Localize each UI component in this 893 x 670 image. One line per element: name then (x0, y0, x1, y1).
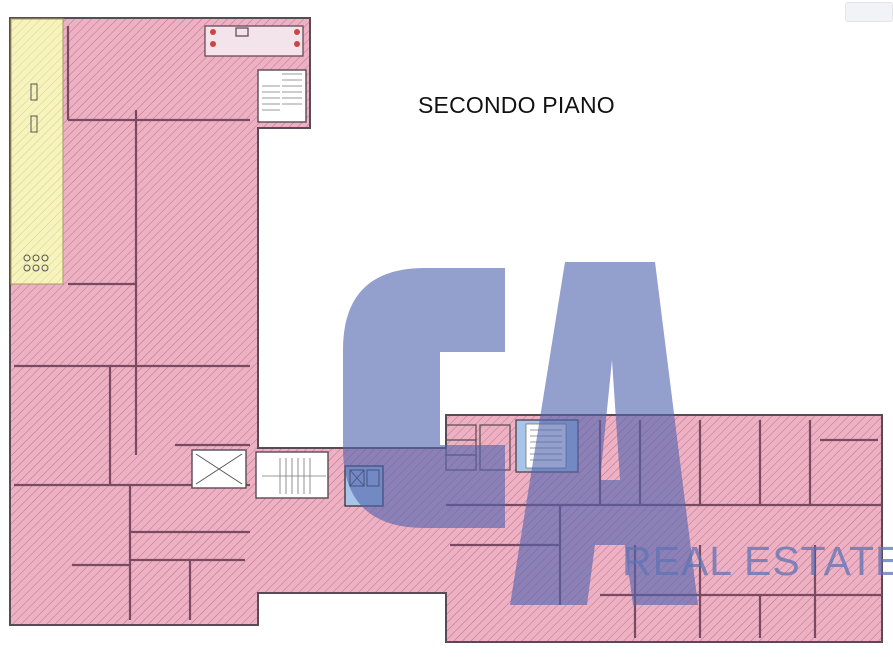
terrace-area (10, 18, 64, 285)
stairs-icon (257, 69, 307, 123)
watermark-logo (343, 262, 698, 605)
floor-title: SECONDO PIANO (418, 92, 615, 118)
watermark-subtitle: REAL ESTATE (622, 538, 893, 584)
viewer-toolbar-button[interactable] (845, 2, 893, 22)
service-block (204, 25, 304, 57)
stairs-icon (255, 451, 329, 499)
terrace-fixtures (23, 83, 49, 272)
shaft-icon (191, 449, 247, 489)
